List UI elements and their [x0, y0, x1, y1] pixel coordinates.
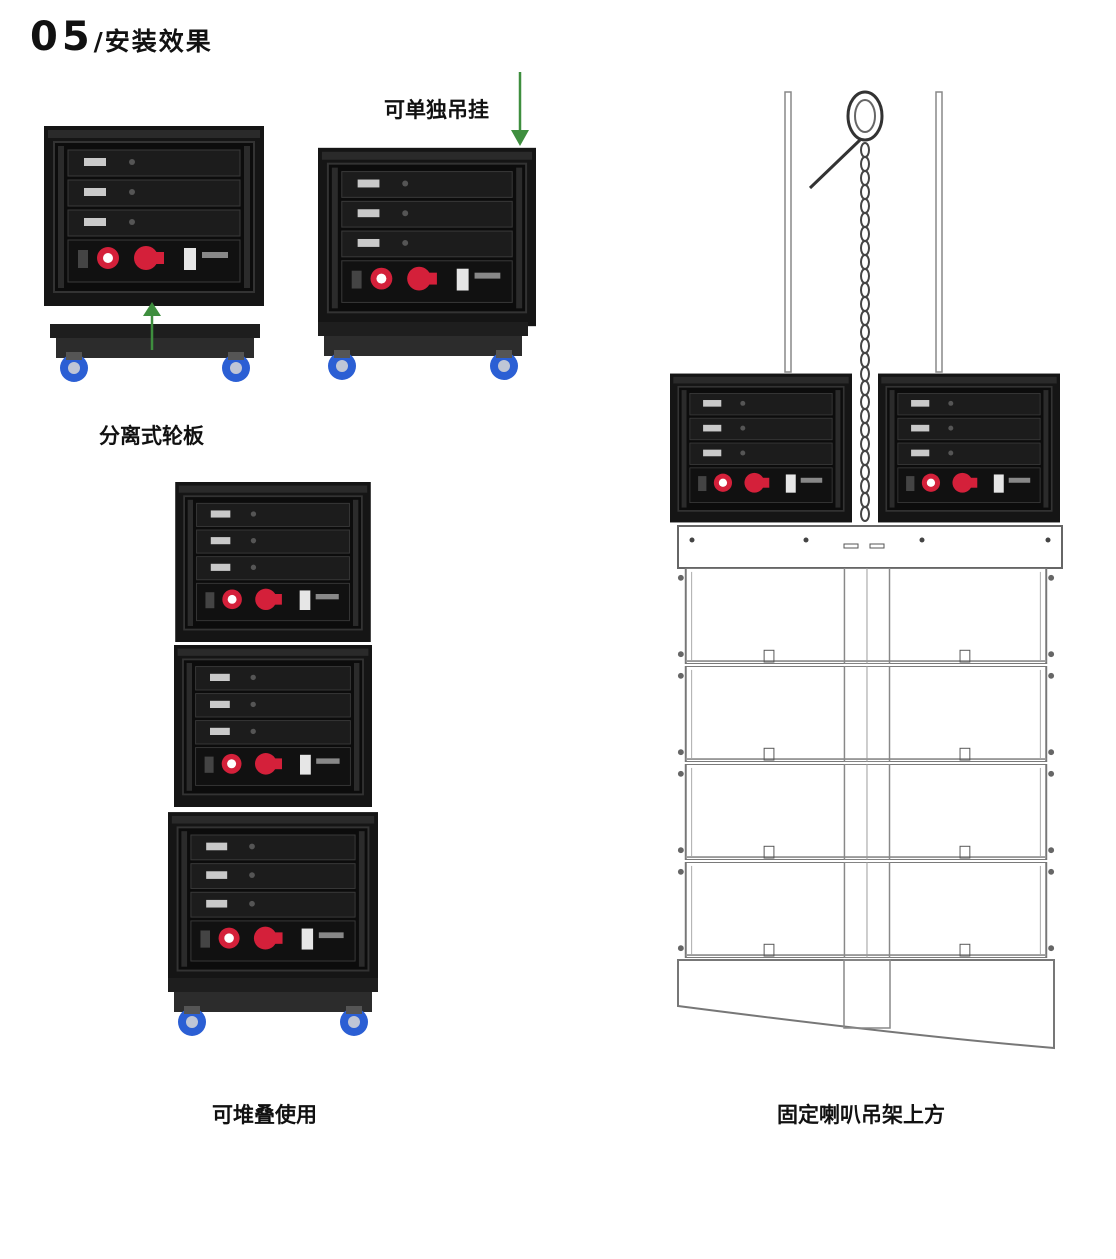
arrow-down-icon [511, 72, 529, 146]
caption-stackable: 可堆叠使用 [212, 1103, 317, 1127]
rack-case-split [44, 126, 264, 306]
caption-hang-single: 可单独吊挂 [384, 98, 489, 122]
caption-fixed-above-speaker: 固定喇叭吊架上方 [777, 1103, 945, 1127]
section-heading: 05/安装效果 [30, 14, 213, 60]
chain-icon [860, 142, 870, 522]
section-title: /安装效果 [93, 27, 213, 56]
stacked-rack-1 [174, 482, 372, 642]
speaker-array-diagram [670, 90, 1063, 1050]
wheel-board-attached [318, 322, 528, 380]
stacked-wheel-board [168, 978, 378, 1036]
shackle-icon [808, 90, 884, 190]
arrow-up-icon [143, 302, 161, 350]
stacked-rack-2 [173, 645, 373, 807]
section-number: 05 [30, 14, 94, 60]
rack-case-hanging [318, 146, 536, 328]
caption-split-wheel-board: 分离式轮板 [99, 424, 204, 448]
stacked-rack-3 [168, 812, 378, 984]
